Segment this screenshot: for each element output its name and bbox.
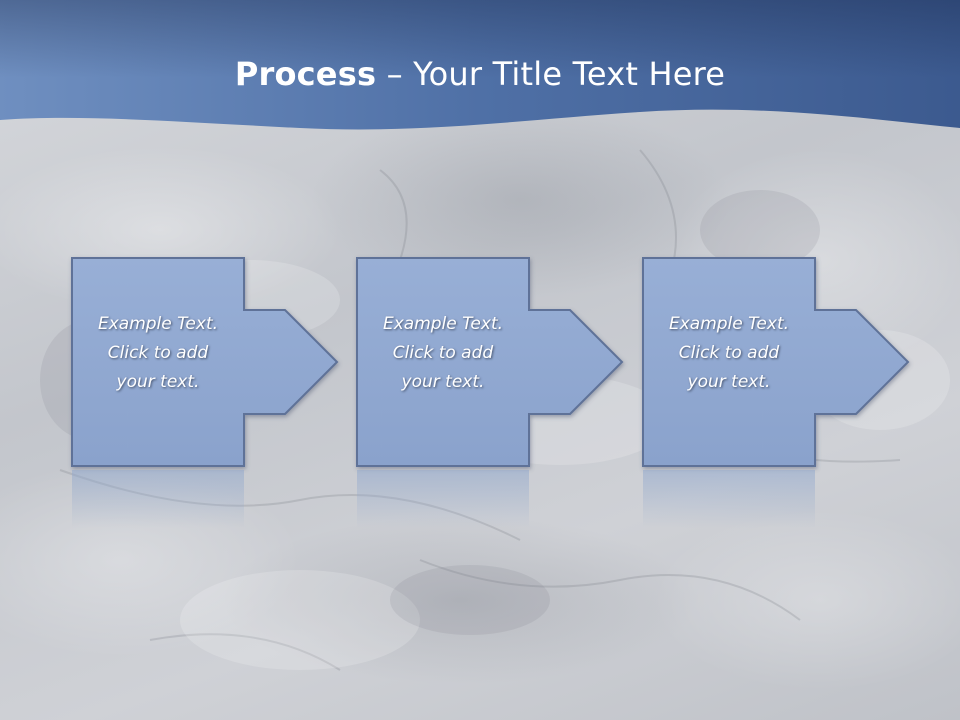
step-text-line: Click to add: [107, 343, 209, 363]
process-step-1[interactable]: [71, 257, 339, 528]
step-text-line: your text.: [401, 372, 485, 392]
step-text-line: Example Text.: [382, 314, 504, 334]
process-step-3-text[interactable]: Example Text. Click to add your text.: [643, 310, 815, 397]
process-step-1-text[interactable]: Example Text. Click to add your text.: [72, 310, 244, 397]
step-text-line: Click to add: [678, 343, 780, 363]
title-banner: [0, 0, 960, 130]
process-step-3[interactable]: [642, 257, 910, 528]
step-text-line: Click to add: [392, 343, 494, 363]
step-text-line: Example Text.: [97, 314, 219, 334]
process-step-2[interactable]: [356, 257, 624, 528]
process-step-2-text[interactable]: Example Text. Click to add your text.: [357, 310, 529, 397]
slide-title[interactable]: Process – Your Title Text Here: [0, 52, 960, 96]
step-text-line: your text.: [116, 372, 200, 392]
step-text-line: Example Text.: [668, 314, 790, 334]
step-text-line: your text.: [687, 372, 771, 392]
title-rest: – Your Title Text Here: [376, 55, 726, 93]
title-bold-word: Process: [234, 55, 377, 93]
